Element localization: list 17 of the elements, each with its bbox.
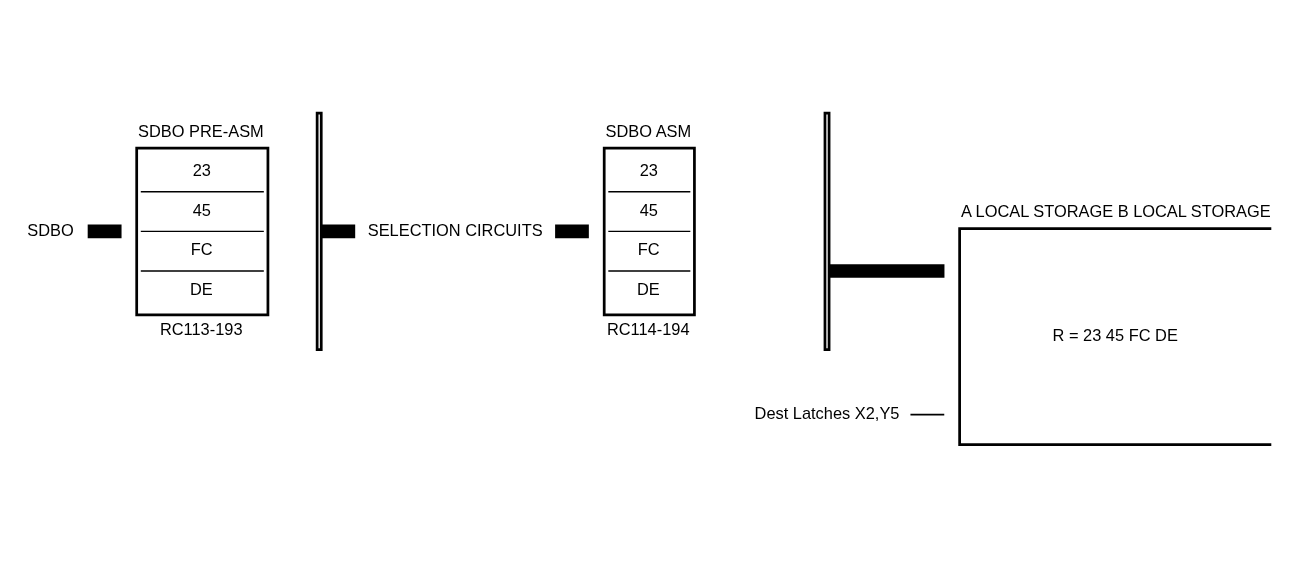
node-bar xyxy=(315,111,323,351)
connector xyxy=(87,224,122,238)
connector xyxy=(829,263,945,278)
node-text: SDBO xyxy=(27,220,74,239)
connector xyxy=(909,413,946,415)
node-bar xyxy=(823,111,831,351)
node-text: A LOCAL STORAGE B LOCAL STORAGE R = 23 45 FC DE xyxy=(960,201,1271,344)
node-box: 23 45 FC DE xyxy=(135,146,270,316)
node-box: 23 45 FC DE xyxy=(602,146,696,316)
node-label: SDBO PRE-ASM xyxy=(138,121,264,140)
node-label: RC113-193 xyxy=(159,319,243,338)
node-text: Dest Latches X2,Y5 xyxy=(754,403,900,422)
node-label: RC114-194 xyxy=(606,319,690,338)
connector xyxy=(555,224,589,238)
connector xyxy=(321,224,356,238)
node-label: SDBO ASM xyxy=(605,121,692,140)
node-text: SELECTION CIRCUITS xyxy=(367,220,543,239)
